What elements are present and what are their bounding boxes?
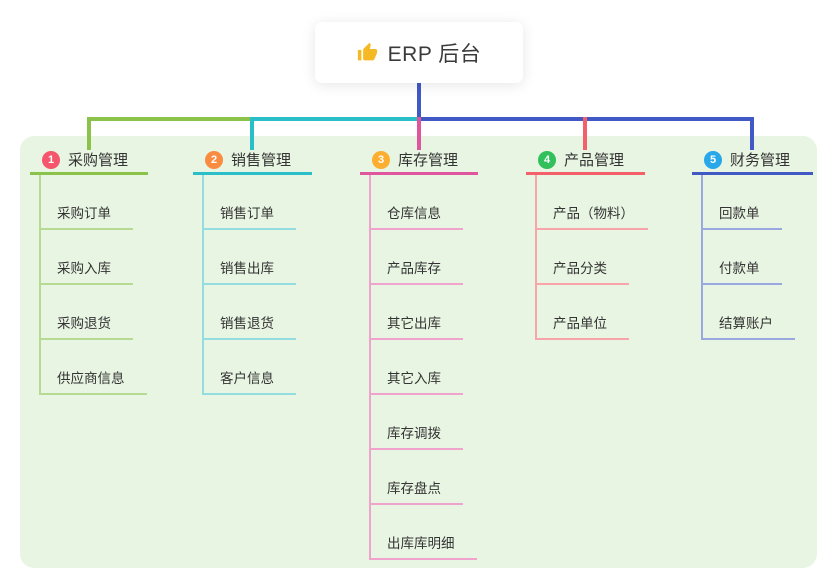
leaf-node[interactable]: 其它出库 <box>369 308 463 340</box>
leaf-label: 销售退货 <box>220 316 274 331</box>
leaf-node[interactable]: 出库库明细 <box>369 528 477 560</box>
leaf-label: 付款单 <box>719 261 760 276</box>
leaf-label: 其它入库 <box>387 371 441 386</box>
leaf-node[interactable]: 销售订单 <box>202 198 296 230</box>
branch-label: 库存管理 <box>398 152 459 169</box>
leaf-label: 客户信息 <box>220 371 274 386</box>
connector-root-stem <box>417 83 421 121</box>
leaf-node[interactable]: 客户信息 <box>202 363 296 395</box>
leaf-label: 销售出库 <box>220 261 274 276</box>
leaf-label: 产品分类 <box>553 261 607 276</box>
leaf-label: 供应商信息 <box>57 371 125 386</box>
leaf-node[interactable]: 产品库存 <box>369 253 463 285</box>
branch-badge: 3 <box>372 150 390 169</box>
leaf-label: 库存调拨 <box>387 426 441 441</box>
connector-drop-1 <box>87 117 91 150</box>
branch-stem-line <box>701 175 703 340</box>
branch-label: 采购管理 <box>68 152 129 169</box>
leaf-label: 产品库存 <box>387 261 441 276</box>
branch-label: 财务管理 <box>730 152 791 169</box>
leaf-label: 出库库明细 <box>387 536 455 551</box>
branch-badge: 4 <box>538 150 556 169</box>
branch-node[interactable]: 5 财务管理 <box>692 147 813 175</box>
leaf-node[interactable]: 销售退货 <box>202 308 296 340</box>
leaf-label: 采购入库 <box>57 261 111 276</box>
leaf-node[interactable]: 采购订单 <box>39 198 133 230</box>
branch-badge: 1 <box>42 150 60 169</box>
connector-drop-2 <box>250 117 254 150</box>
root-node[interactable]: ERP 后台 <box>315 22 523 83</box>
branch-badge: 5 <box>704 150 722 169</box>
branch-label: 销售管理 <box>231 152 292 169</box>
leaf-node[interactable]: 销售出库 <box>202 253 296 285</box>
connector-drop-5 <box>750 117 754 150</box>
leaf-node[interactable]: 产品分类 <box>535 253 629 285</box>
leaf-node[interactable]: 供应商信息 <box>39 363 147 395</box>
connector-rail-green <box>87 117 254 121</box>
leaf-node[interactable]: 仓库信息 <box>369 198 463 230</box>
leaf-label: 结算账户 <box>719 316 773 331</box>
leaf-label: 销售订单 <box>220 206 274 221</box>
branch-stem-line <box>202 175 204 395</box>
branch-node[interactable]: 2 销售管理 <box>193 147 312 175</box>
leaf-node[interactable]: 其它入库 <box>369 363 463 395</box>
connector-drop-4 <box>583 117 587 150</box>
root-title: ERP 后台 <box>387 42 482 66</box>
leaf-node[interactable]: 结算账户 <box>701 308 795 340</box>
thumbs-up-icon <box>357 42 378 63</box>
branch-node[interactable]: 4 产品管理 <box>526 147 645 175</box>
leaf-node[interactable]: 产品单位 <box>535 308 629 340</box>
background-panel <box>20 136 817 568</box>
leaf-node[interactable]: 回款单 <box>701 198 782 230</box>
branch-label: 产品管理 <box>564 152 625 169</box>
leaf-label: 其它出库 <box>387 316 441 331</box>
branch-badge: 2 <box>205 150 223 169</box>
branch-stem-line <box>369 175 371 560</box>
branch-stem-line <box>535 175 537 340</box>
leaf-label: 库存盘点 <box>387 481 441 496</box>
leaf-label: 产品（物料） <box>553 206 634 221</box>
leaf-node[interactable]: 库存盘点 <box>369 473 463 505</box>
branch-node[interactable]: 3 库存管理 <box>360 147 478 175</box>
leaf-node[interactable]: 产品（物料） <box>535 198 648 230</box>
leaf-label: 回款单 <box>719 206 760 221</box>
leaf-label: 产品单位 <box>553 316 607 331</box>
leaf-label: 采购订单 <box>57 206 111 221</box>
leaf-label: 采购退货 <box>57 316 111 331</box>
connector-rail-teal <box>250 117 419 121</box>
leaf-node[interactable]: 采购入库 <box>39 253 133 285</box>
leaf-label: 仓库信息 <box>387 206 441 221</box>
connector-drop-3 <box>417 117 421 150</box>
branch-node[interactable]: 1 采购管理 <box>30 147 148 175</box>
leaf-node[interactable]: 付款单 <box>701 253 782 285</box>
leaf-node[interactable]: 库存调拨 <box>369 418 463 450</box>
leaf-node[interactable]: 采购退货 <box>39 308 133 340</box>
branch-stem-line <box>39 175 41 395</box>
